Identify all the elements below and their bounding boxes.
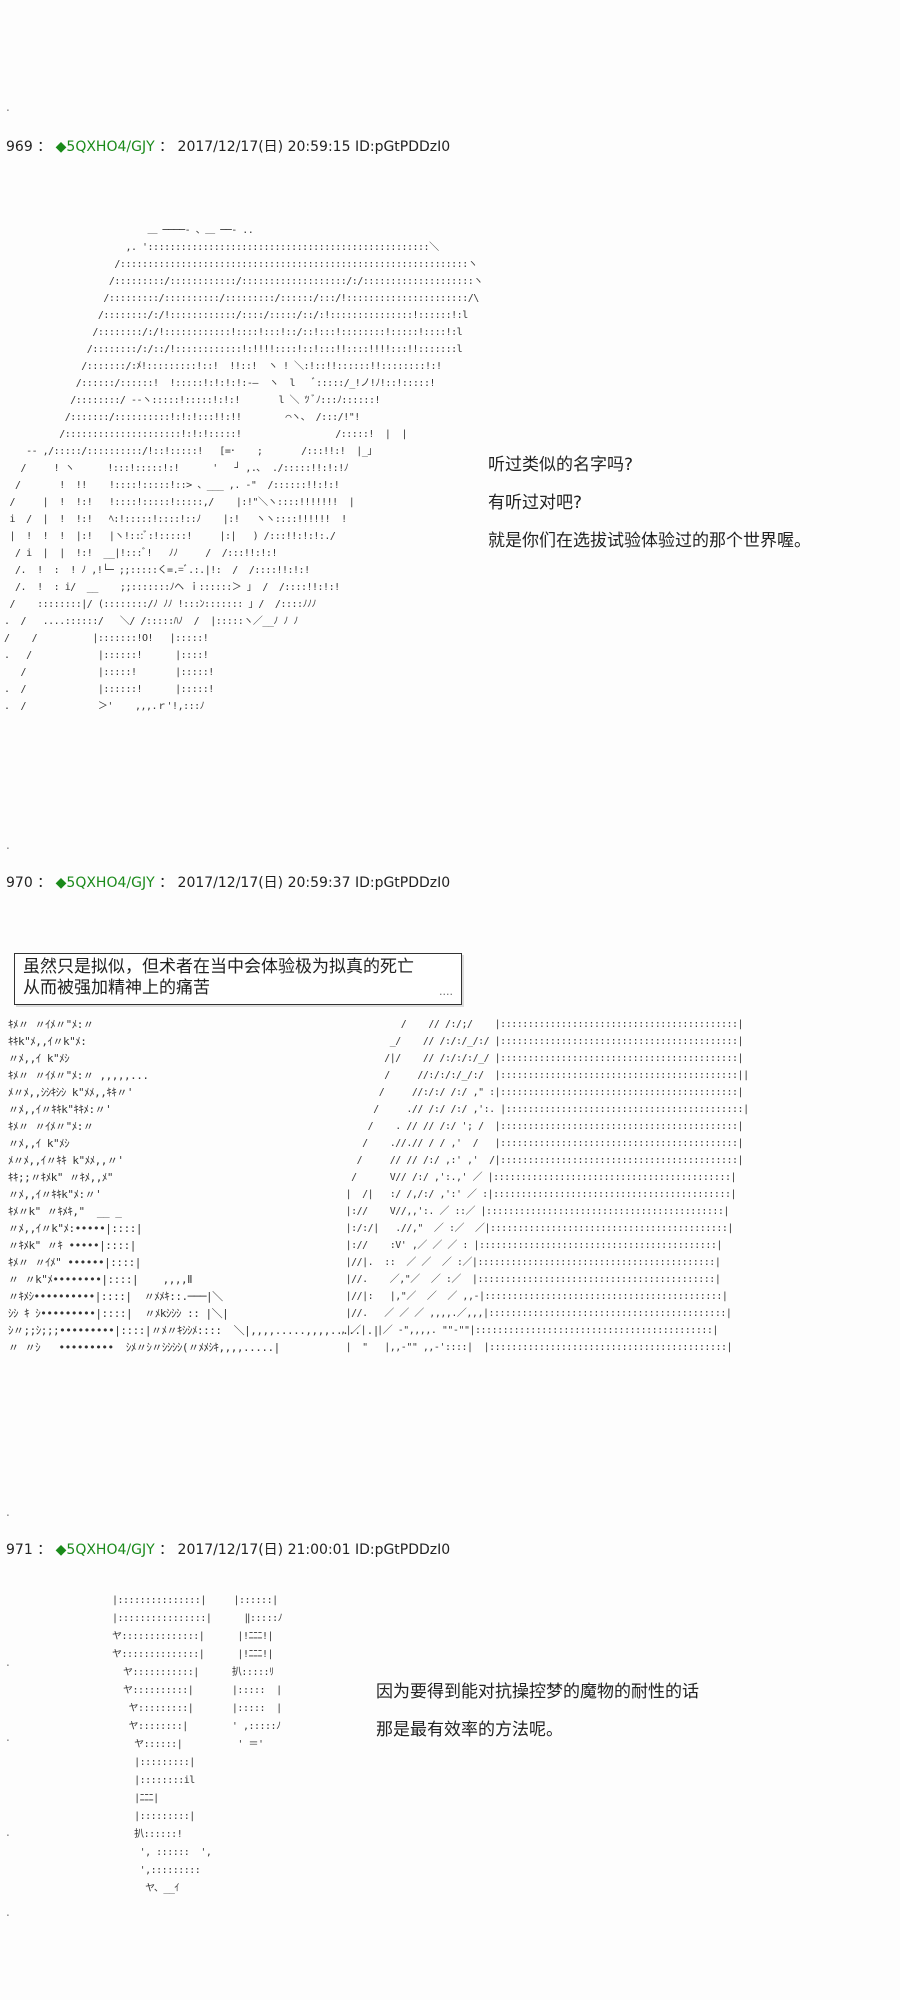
post-id: ID:pGtPDDzI0 — [354, 875, 451, 891]
spacer-dot: . — [6, 1655, 10, 1669]
spacer-dot: . — [6, 1905, 10, 1919]
separator: ： — [159, 875, 174, 891]
dialogue-line: 因为要得到能对抗操控梦的魔物的耐性的话 — [376, 1682, 699, 1702]
narration-dots: .... — [439, 985, 453, 998]
ascii-art-970-left: ｷﾒ〃 〃ｲﾒ〃"ﾒ:〃 ｷｷk"ﾒ,,ｲ〃k"ﾒ: 〃ﾒ,,ｲ k"ﾒｼ ｷﾒ… — [8, 1018, 379, 1354]
narration-box: 虽然只是拟似，但术者在当中会体验极为拟真的死亡 从而被强加精神上的痛苦 .... — [14, 953, 462, 1005]
author-trip[interactable]: ◆5QXHO4/GJY — [55, 1542, 155, 1558]
dialogue-971: 因为要得到能对抗操控梦的魔物的耐性的话 那是最有效率的方法呢。 — [376, 1673, 699, 1749]
post-number: 970 — [6, 875, 33, 891]
spacer-dot: . — [6, 100, 10, 114]
ascii-art-969: ＿ ────- 、＿ ──- .. ,. '::::::::::::::::::… — [4, 225, 483, 712]
ascii-art-971: |:::::::::::::::| |::::::| |::::::::::::… — [112, 1595, 283, 1894]
spacer-dot: . — [6, 1730, 10, 1744]
post-header-970: 970 ： ◆5QXHO4/GJY ： 2017/12/17(日) 20:59:… — [6, 872, 450, 892]
dialogue-line: 就是你们在选拔试验体验过的那个世界喔。 — [488, 531, 811, 551]
post-header-971: 971 ： ◆5QXHO4/GJY ： 2017/12/17(日) 21:00:… — [6, 1539, 450, 1559]
narration-line: 从而被强加精神上的痛苦 — [23, 978, 210, 998]
post-date: 2017/12/17(日) 20:59:37 — [177, 875, 351, 891]
post-number: 969 — [6, 139, 33, 155]
post-header-969: 969 ： ◆5QXHO4/GJY ： 2017/12/17(日) 20:59:… — [6, 136, 450, 156]
post-date: 2017/12/17(日) 20:59:15 — [177, 139, 351, 155]
separator: ： — [37, 139, 52, 155]
post-date: 2017/12/17(日) 21:00:01 — [177, 1542, 351, 1558]
narration-line: 虽然只是拟似，但术者在当中会体验极为拟真的死亡 — [23, 957, 414, 977]
separator: ： — [159, 1542, 174, 1558]
dialogue-line: 听过类似的名字吗? — [488, 455, 634, 475]
spacer-dot: . — [6, 1825, 10, 1839]
separator: ： — [37, 1542, 52, 1558]
author-trip[interactable]: ◆5QXHO4/GJY — [55, 875, 155, 891]
spacer-dot: . — [6, 838, 10, 852]
ascii-art-970-right: / // /:/;/ |::::::::::::::::::::::::::::… — [340, 1019, 749, 1353]
spacer-dot: . — [6, 1505, 10, 1519]
post-number: 971 — [6, 1542, 33, 1558]
separator: ： — [37, 875, 52, 891]
dialogue-969: 听过类似的名字吗? 有听过对吧? 就是你们在选拔试验体验过的那个世界喔。 — [488, 446, 811, 560]
post-id: ID:pGtPDDzI0 — [354, 139, 451, 155]
dialogue-line: 有听过对吧? — [488, 493, 583, 513]
dialogue-line: 那是最有效率的方法呢。 — [376, 1720, 563, 1740]
author-trip[interactable]: ◆5QXHO4/GJY — [55, 139, 155, 155]
post-id: ID:pGtPDDzI0 — [354, 1542, 451, 1558]
separator: ： — [159, 139, 174, 155]
